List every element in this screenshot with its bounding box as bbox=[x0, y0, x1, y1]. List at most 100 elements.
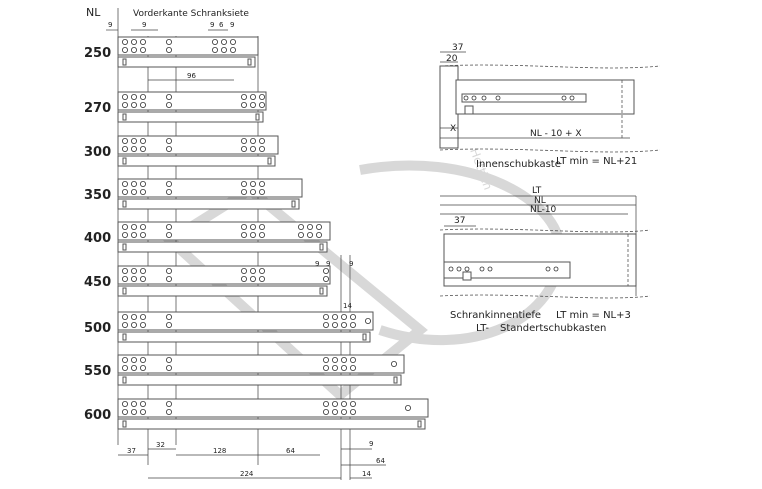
mounting-hole bbox=[139, 39, 146, 46]
mounting-hole bbox=[130, 231, 137, 238]
mounting-hole bbox=[130, 275, 137, 282]
detail2-nl: NL bbox=[534, 196, 546, 206]
nl-size-label: 270 bbox=[84, 101, 111, 116]
detail1-x: X bbox=[450, 124, 456, 134]
mounting-hole bbox=[130, 267, 137, 274]
mounting-hole bbox=[322, 321, 329, 328]
mounting-hole bbox=[349, 321, 356, 328]
mounting-hole bbox=[122, 137, 129, 144]
upper-rail bbox=[117, 178, 303, 198]
mounting-hole bbox=[249, 145, 256, 152]
mounting-hole bbox=[340, 313, 347, 320]
mounting-hole bbox=[130, 137, 137, 144]
mounting-hole bbox=[315, 223, 322, 230]
mounting-hole bbox=[139, 356, 146, 363]
mounting-hole bbox=[306, 223, 313, 230]
mounting-hole bbox=[240, 180, 247, 187]
detail-standard-drawer bbox=[439, 195, 651, 299]
mounting-hole bbox=[240, 275, 247, 282]
mounting-hole bbox=[258, 137, 265, 144]
mounting-hole bbox=[249, 231, 256, 238]
slot-right bbox=[319, 243, 324, 251]
mounting-hole bbox=[122, 47, 129, 54]
mounting-hole bbox=[122, 188, 129, 195]
mounting-hole bbox=[240, 267, 247, 274]
mounting-hole bbox=[165, 188, 172, 195]
mounting-hole bbox=[165, 47, 172, 54]
mounting-hole bbox=[165, 364, 172, 371]
upper-rail bbox=[117, 311, 374, 331]
lower-rail bbox=[117, 374, 402, 386]
slot-right bbox=[362, 333, 367, 341]
dim-450-c: 9 bbox=[349, 260, 353, 268]
slot-left bbox=[122, 58, 127, 66]
dim-128: 128 bbox=[213, 447, 226, 455]
top-dim-left: 9 bbox=[108, 21, 112, 29]
mounting-hole bbox=[165, 275, 172, 282]
mounting-hole bbox=[340, 400, 347, 407]
mounting-hole bbox=[122, 223, 129, 230]
mounting-hole bbox=[322, 267, 329, 274]
mounting-hole bbox=[122, 275, 129, 282]
mounting-hole bbox=[122, 364, 129, 371]
upper-rail bbox=[117, 354, 405, 374]
slot-left bbox=[122, 113, 127, 121]
mounting-hole bbox=[139, 47, 146, 54]
mounting-hole bbox=[258, 180, 265, 187]
slot-right bbox=[267, 157, 272, 165]
mounting-hole bbox=[297, 231, 304, 238]
upper-rail bbox=[117, 265, 331, 285]
mounting-hole bbox=[130, 94, 137, 101]
dim-32: 32 bbox=[156, 441, 165, 449]
mounting-hole bbox=[139, 94, 146, 101]
mounting-hole bbox=[240, 145, 247, 152]
detail2-nl10: NL-10 bbox=[530, 205, 557, 215]
detail2-caption-formula: LT min = NL+3 bbox=[556, 310, 631, 321]
mounting-hole bbox=[139, 275, 146, 282]
mounting-hole bbox=[240, 223, 247, 230]
lower-rail bbox=[117, 241, 328, 253]
front-edge-label: Vorderkante Schranksiete bbox=[133, 9, 249, 19]
mounting-hole bbox=[349, 364, 356, 371]
mounting-hole bbox=[139, 102, 146, 109]
mounting-hole bbox=[322, 364, 329, 371]
slot-left bbox=[122, 200, 127, 208]
mounting-hole bbox=[139, 231, 146, 238]
top-dim-mid2: 9 bbox=[210, 21, 214, 29]
lower-rail bbox=[117, 155, 276, 167]
mounting-hole bbox=[130, 145, 137, 152]
upper-rail bbox=[117, 398, 429, 418]
lower-rail bbox=[117, 285, 328, 297]
detail2-caption: Schrankinnentiefe bbox=[450, 310, 541, 321]
mounting-hole bbox=[349, 313, 356, 320]
mounting-hole bbox=[331, 321, 338, 328]
mounting-hole bbox=[258, 275, 265, 282]
mounting-hole bbox=[130, 321, 137, 328]
mounting-hole bbox=[211, 39, 218, 46]
mounting-hole bbox=[130, 102, 137, 109]
mounting-hole bbox=[220, 39, 227, 46]
upper-rail bbox=[117, 135, 279, 155]
mounting-hole bbox=[249, 94, 256, 101]
dim-450-a: 9 bbox=[315, 260, 319, 268]
end-hole bbox=[404, 404, 411, 411]
mounting-hole bbox=[249, 275, 256, 282]
dim-14: 14 bbox=[362, 470, 371, 478]
mounting-hole bbox=[165, 313, 172, 320]
detail2-legend-key: LT- bbox=[476, 323, 489, 334]
mounting-hole bbox=[139, 267, 146, 274]
nl-size-label: 250 bbox=[84, 46, 111, 61]
mounting-hole bbox=[139, 313, 146, 320]
mounting-hole bbox=[340, 321, 347, 328]
nl-size-label: 500 bbox=[84, 321, 111, 336]
mounting-hole bbox=[130, 408, 137, 415]
mounting-hole bbox=[165, 137, 172, 144]
mounting-hole bbox=[122, 231, 129, 238]
mounting-hole bbox=[165, 408, 172, 415]
mounting-hole bbox=[249, 180, 256, 187]
upper-rail bbox=[117, 91, 267, 111]
mounting-hole bbox=[165, 321, 172, 328]
mounting-hole bbox=[258, 223, 265, 230]
mounting-hole bbox=[229, 47, 236, 54]
